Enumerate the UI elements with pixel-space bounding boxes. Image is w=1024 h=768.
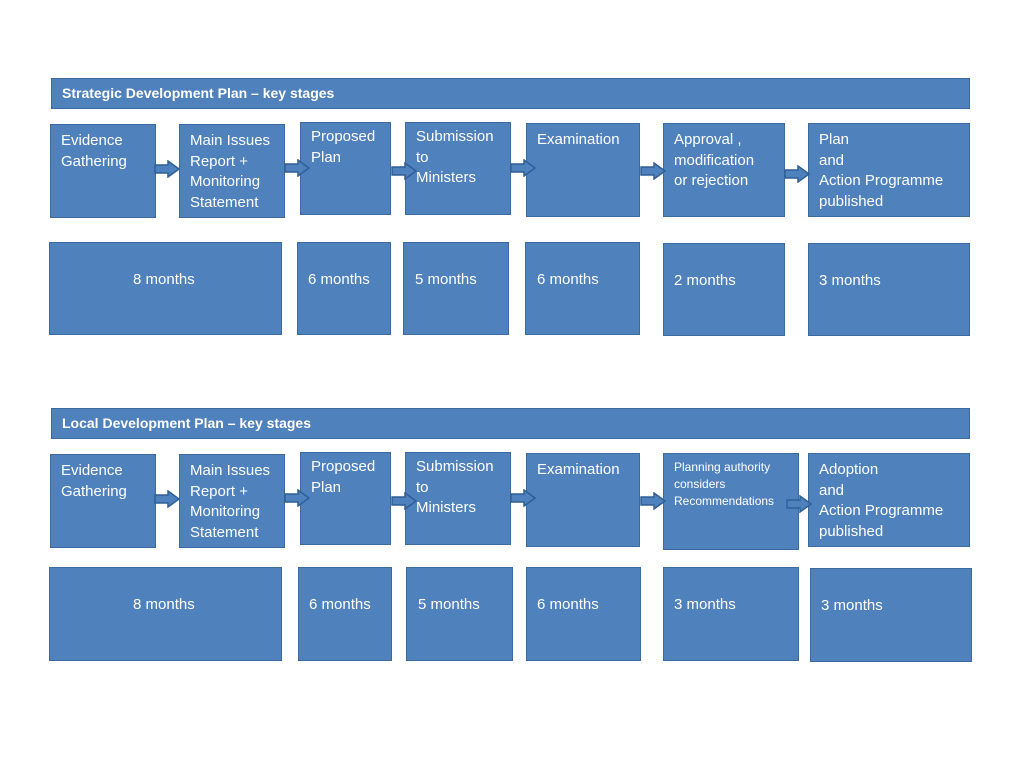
ldp-duration-proposed-plan: 6 months — [298, 567, 392, 661]
sdp-stage-approval: Approval , modification or rejection — [663, 123, 785, 217]
sdp-arrow-4 — [510, 159, 536, 177]
sdp-arrow-1 — [154, 160, 180, 178]
sdp-arrow-2 — [284, 159, 310, 177]
sdp-title-banner: Strategic Development Plan – key stages — [51, 78, 970, 109]
ldp-duration-examination: 6 months — [526, 567, 641, 661]
ldp-stage-evidence-gathering: Evidence Gathering — [50, 454, 156, 548]
ldp-stage-adoption-published: Adoption and Action Programme published — [808, 453, 970, 547]
right-arrow-icon — [510, 159, 536, 177]
sdp-stage-examination: Examination — [526, 123, 640, 217]
right-arrow-icon — [786, 495, 812, 513]
ldp-arrow-5 — [640, 492, 666, 510]
ldp-arrow-3 — [391, 492, 417, 510]
sdp-duration-evidence-main-issues: 8 months — [49, 242, 282, 335]
sdp-arrow-5 — [640, 162, 666, 180]
right-arrow-icon — [391, 162, 417, 180]
right-arrow-icon — [154, 160, 180, 178]
ldp-arrow-2 — [284, 489, 310, 507]
right-arrow-icon — [640, 492, 666, 510]
sdp-arrow-3 — [391, 162, 417, 180]
ldp-duration-submission: 5 months — [406, 567, 513, 661]
ldp-duration-evidence-main-issues: 8 months — [49, 567, 282, 661]
ldp-stage-planning-authority: Planning authority considers Recommendat… — [663, 453, 799, 550]
ldp-stage-proposed-plan: Proposed Plan — [300, 452, 391, 545]
sdp-duration-examination: 6 months — [525, 242, 640, 335]
sdp-stage-main-issues-report: Main Issues Report + Monitoring Statemen… — [179, 124, 285, 218]
ldp-stage-examination: Examination — [526, 453, 640, 547]
sdp-duration-approval: 2 months — [663, 243, 785, 336]
ldp-duration-planning-authority: 3 months — [663, 567, 799, 661]
sdp-stage-proposed-plan: Proposed Plan — [300, 122, 391, 215]
ldp-stage-main-issues-report: Main Issues Report + Monitoring Statemen… — [179, 454, 285, 548]
right-arrow-icon — [784, 165, 810, 183]
sdp-duration-submission: 5 months — [403, 242, 509, 335]
ldp-arrow-6 — [786, 495, 812, 513]
ldp-duration-adoption-published: 3 months — [810, 568, 972, 662]
sdp-duration-plan-published: 3 months — [808, 243, 970, 336]
ldp-arrow-1 — [154, 490, 180, 508]
right-arrow-icon — [154, 490, 180, 508]
right-arrow-icon — [391, 492, 417, 510]
right-arrow-icon — [640, 162, 666, 180]
ldp-title-banner: Local Development Plan – key stages — [51, 408, 970, 439]
sdp-stage-plan-published: Plan and Action Programme published — [808, 123, 970, 217]
ldp-stage-submission-to-ministers: Submission to Ministers — [405, 452, 511, 545]
right-arrow-icon — [284, 489, 310, 507]
sdp-duration-proposed-plan: 6 months — [297, 242, 391, 335]
right-arrow-icon — [510, 489, 536, 507]
sdp-arrow-6 — [784, 165, 810, 183]
ldp-arrow-4 — [510, 489, 536, 507]
sdp-stage-submission-to-ministers: Submission to Ministers — [405, 122, 511, 215]
sdp-stage-evidence-gathering: Evidence Gathering — [50, 124, 156, 218]
right-arrow-icon — [284, 159, 310, 177]
